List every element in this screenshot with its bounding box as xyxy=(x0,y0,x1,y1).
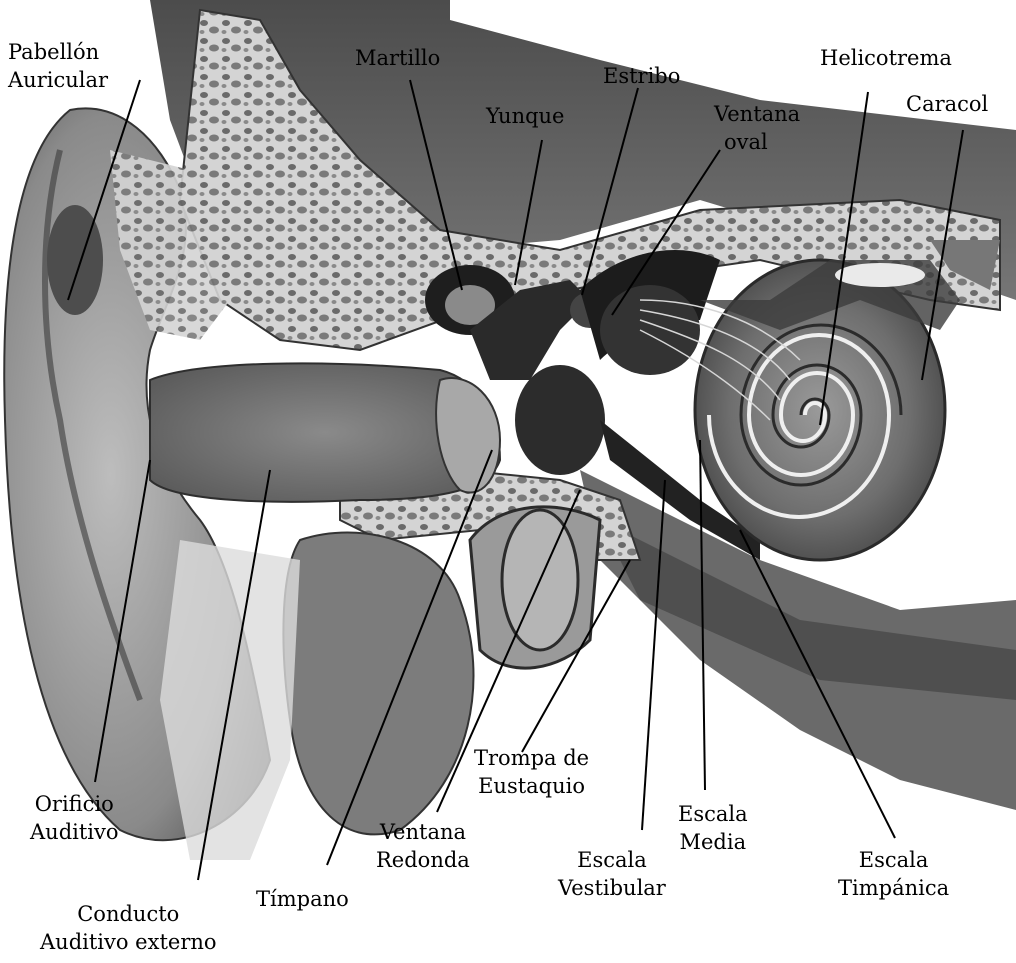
lower-mass xyxy=(283,533,473,835)
label-escala-vestibular: Escala Vestibular xyxy=(558,846,666,902)
label-pabellon-auricular: Pabellón Auricular xyxy=(8,38,108,94)
label-line: Caracol xyxy=(906,90,988,118)
label-escala-timpanica: Escala Timpánica xyxy=(838,846,949,902)
label-line: Escala xyxy=(558,846,666,874)
label-line: Auditivo externo xyxy=(40,928,217,956)
label-line: Auditivo xyxy=(30,818,119,846)
label-helicotrema: Helicotrema xyxy=(820,44,952,72)
label-line: Escala xyxy=(838,846,949,874)
label-line: Escala xyxy=(678,800,748,828)
label-timpano: Tímpano xyxy=(256,885,349,913)
label-line: Eustaquio xyxy=(474,772,589,800)
label-line: Estribo xyxy=(603,62,680,90)
label-escala-media: Escala Media xyxy=(678,800,748,856)
label-line: Media xyxy=(678,828,748,856)
label-line: Conducto xyxy=(40,900,217,928)
label-line: Tímpano xyxy=(256,885,349,913)
label-ventana-oval: Ventana oval xyxy=(714,100,800,156)
label-orificio-auditivo: Orificio Auditivo xyxy=(30,790,119,846)
label-line: Ventana xyxy=(714,100,800,128)
label-trompa-de-eustaquio: Trompa de Eustaquio xyxy=(474,744,589,800)
label-line: Trompa de xyxy=(474,744,589,772)
label-martillo: Martillo xyxy=(355,44,440,72)
label-line: Helicotrema xyxy=(820,44,952,72)
label-line: Orificio xyxy=(30,790,119,818)
label-line: Ventana xyxy=(376,818,470,846)
label-conducto-auditivo-externo: Conducto Auditivo externo xyxy=(40,900,217,956)
label-yunque: Yunque xyxy=(486,102,564,130)
label-ventana-redonda: Ventana Redonda xyxy=(376,818,470,874)
label-line: Redonda xyxy=(376,846,470,874)
label-line: Martillo xyxy=(355,44,440,72)
label-line: oval xyxy=(714,128,800,156)
label-line: Pabellón xyxy=(8,38,108,66)
label-caracol: Caracol xyxy=(906,90,988,118)
label-estribo: Estribo xyxy=(603,62,680,90)
label-line: Vestibular xyxy=(558,874,666,902)
label-line: Auricular xyxy=(8,66,108,94)
label-line: Timpánica xyxy=(838,874,949,902)
label-line: Yunque xyxy=(486,102,564,130)
